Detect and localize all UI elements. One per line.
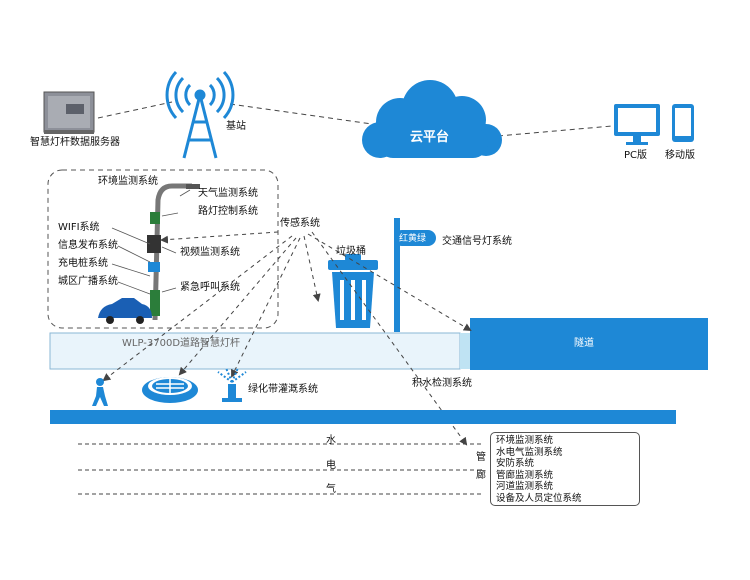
cloud-platform-icon xyxy=(362,80,502,158)
pc-monitor-icon xyxy=(614,104,660,145)
lower-road-band xyxy=(50,410,676,424)
corridor-system-item: 河道监测系统 xyxy=(496,481,554,492)
manhole-icon xyxy=(142,377,198,403)
irrigation-label: 绿化带灌溉系统 xyxy=(248,384,318,395)
server-icon xyxy=(43,91,95,134)
radio-tower-icon xyxy=(165,70,235,159)
pipe-water-label: 水 xyxy=(326,435,336,446)
corridor-system-item: 管廊监测系统 xyxy=(496,469,554,481)
pc-label: PC版 xyxy=(624,150,648,161)
charging-label: 充电桩系统 xyxy=(58,258,108,269)
road-strip xyxy=(49,332,461,370)
sprinkler-icon xyxy=(217,367,247,402)
trash-can-icon xyxy=(328,254,378,328)
traffic-sign-label: 红黄绿 xyxy=(399,234,427,244)
water-detect-label: 积水检测系统 xyxy=(412,378,472,389)
car-icon xyxy=(98,298,152,324)
mobile-phone-icon xyxy=(672,104,694,142)
video-label: 视频监测系统 xyxy=(180,247,240,258)
server-label: 智慧灯杆数据服务器 xyxy=(30,137,120,148)
pole-leader-lines xyxy=(111,189,191,295)
corridor-system-item: 水电气监测系统 xyxy=(496,446,563,458)
pipe-power-label: 电 xyxy=(326,460,336,471)
streetlight-group-box xyxy=(47,169,279,329)
corridor-system-item: 环境监测系统 xyxy=(496,435,554,446)
env-monitor-label: 环境监测系统 xyxy=(98,176,158,187)
pole-model-label: WLP-3700D道路智慧灯杆 xyxy=(122,338,241,349)
sensing-label: 传感系统 xyxy=(280,218,320,229)
corridor-system-item: 设备及人员定位系统 xyxy=(496,492,582,504)
sensing-arrows xyxy=(102,231,472,446)
wifi-label: WIFI系统 xyxy=(58,222,100,233)
corridor-label-1: 管 xyxy=(476,452,486,463)
traffic-light-pole-icon xyxy=(394,218,436,332)
light-control-label: 路灯控制系统 xyxy=(198,206,258,217)
corridor-system-item: 安防系统 xyxy=(496,458,535,469)
base-station-label: 基站 xyxy=(226,121,246,132)
cloud-platform-label: 云平台 xyxy=(410,130,450,145)
emergency-label: 紧急呼叫系统 xyxy=(180,282,240,293)
traffic-light-label: 交通信号灯系统 xyxy=(442,236,512,247)
utility-lines xyxy=(78,443,482,495)
street-light-pole-icon xyxy=(147,183,200,321)
network-links xyxy=(97,101,613,137)
tunnel-block xyxy=(470,318,708,370)
corridor-systems-box: 环境监测系统 水电气监测系统 安防系统 管廊监测系统 河道监测系统 设备及人员定… xyxy=(490,432,640,506)
tunnel-label: 隧道 xyxy=(574,338,594,349)
broadcast-label: 城区广播系统 xyxy=(58,276,118,287)
corridor-label-2: 廊 xyxy=(476,470,486,481)
weather-label: 天气监测系统 xyxy=(198,188,258,199)
trash-label: 垃圾桶 xyxy=(336,246,366,257)
info-publish-label: 信息发布系统 xyxy=(58,240,118,251)
pedestrian-icon xyxy=(92,378,108,406)
mobile-label: 移动版 xyxy=(665,150,695,161)
pipe-gas-label: 气 xyxy=(326,484,336,495)
